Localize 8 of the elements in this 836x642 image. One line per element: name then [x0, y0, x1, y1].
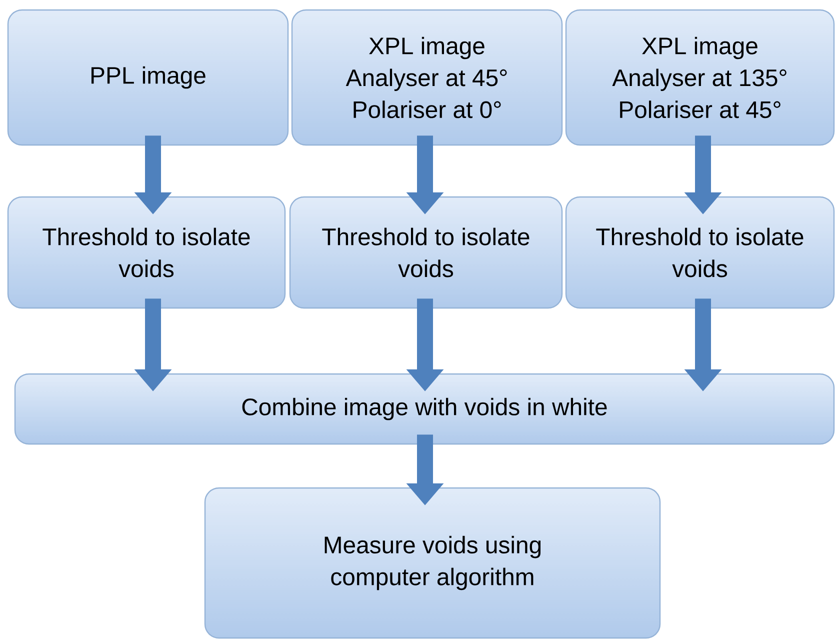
- process-box: Measure voids using computer algorithm: [204, 487, 661, 639]
- process-box: PPL image: [7, 9, 289, 146]
- process-box: Threshold to isolate voids: [7, 196, 286, 309]
- process-box: Threshold to isolate voids: [565, 196, 835, 309]
- process-box: XPL image Analyser at 45° Polariser at 0°: [291, 9, 563, 146]
- process-box: XPL image Analyser at 135° Polariser at 45°: [565, 9, 835, 146]
- process-box: Threshold to isolate voids: [289, 196, 563, 309]
- process-box: Combine image with voids in white: [14, 373, 835, 445]
